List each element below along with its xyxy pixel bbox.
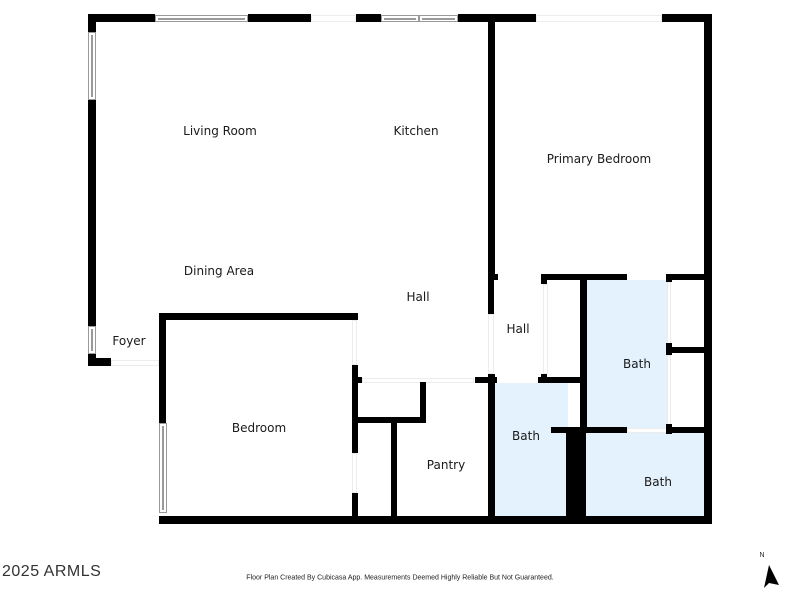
opening-bath-door — [627, 428, 667, 433]
wall-top-4 — [458, 14, 536, 22]
wall-top-2 — [248, 14, 311, 22]
window-left-living — [88, 32, 96, 100]
window-bedroom — [159, 423, 167, 513]
wall-bedroom-left-1 — [159, 313, 166, 423]
window-left-foyer — [88, 326, 96, 354]
bath-upper-fill — [586, 280, 668, 430]
wall-bedroom-right-1 — [352, 313, 358, 320]
north-indicator: N — [756, 552, 784, 592]
room-label-foyer: Foyer — [112, 334, 146, 348]
wall-closet-h — [355, 417, 426, 423]
room-label-bath-lower-left: Bath — [512, 429, 540, 443]
room-label-kitchen: Kitchen — [393, 124, 439, 138]
wall-bedroom-right-3 — [352, 493, 358, 518]
wall-bedroom-right-2 — [352, 365, 358, 453]
wall-bedroom-top — [162, 313, 358, 320]
copyright-text: 2025 ARMLS — [2, 563, 102, 580]
opening-closet-hall — [543, 284, 548, 374]
wall-center-v-3 — [488, 374, 495, 518]
room-label-pantry: Pantry — [426, 458, 466, 472]
opening-top — [311, 15, 356, 22]
wall-closet-right-top — [666, 274, 708, 280]
window-top-living — [155, 15, 248, 22]
north-label: N — [759, 552, 765, 559]
north-arrow-icon — [764, 565, 779, 588]
opening-bath-closet-2 — [667, 355, 671, 425]
wall-pantry-left — [391, 420, 397, 518]
wall-left-2 — [88, 100, 96, 326]
wall-bottom — [159, 516, 712, 524]
wall-center-v-2 — [488, 278, 494, 314]
wall-hall-top-stub — [541, 274, 547, 284]
opening-closet — [352, 453, 357, 493]
wall-closet-right-mid — [666, 347, 708, 353]
wall-hall-top — [541, 274, 627, 280]
wall-closet-v — [420, 382, 426, 423]
wall-top-3 — [356, 14, 381, 22]
wall-top-1 — [88, 14, 155, 22]
room-label-living-room: Living Room — [183, 124, 257, 138]
opening-hall-bottom — [362, 378, 474, 383]
wall-hall-bottom — [538, 377, 586, 383]
opening-hall-left — [488, 314, 494, 374]
bath-lower-left-fill — [495, 383, 568, 516]
opening-foyer-entry — [111, 360, 159, 366]
wall-left-1 — [88, 14, 96, 32]
room-label-dining-area: Dining Area — [183, 264, 255, 278]
room-label-bath-lower-right: Bath — [644, 475, 672, 489]
wall-chase — [566, 427, 586, 518]
wall-right — [704, 14, 712, 524]
wall-top-5 — [662, 14, 712, 22]
opening-bedroom-door — [352, 320, 357, 365]
room-label-hall-main: Hall — [406, 290, 430, 304]
room-label-bath-upper: Bath — [623, 357, 651, 371]
bath-lower-right-fill — [586, 432, 706, 516]
room-label-hall-small: Hall — [506, 322, 530, 336]
wall-bath-mid-left — [551, 427, 627, 433]
disclaimer-text: Floor Plan Created By Cubicasa App. Meas… — [246, 574, 554, 582]
room-label-primary-bedroom: Primary Bedroom — [546, 152, 652, 166]
opening-bath-closet — [667, 282, 671, 345]
wall-closet-right-stub — [666, 274, 672, 282]
wall-center-stub — [488, 274, 498, 280]
opening-top-bedroom — [536, 15, 662, 22]
window-top-kitchen-2 — [419, 15, 458, 22]
wall-hall-bottom-stub — [352, 377, 362, 383]
wall-bath-top-left — [475, 377, 497, 383]
wall-bath-mid-right — [666, 427, 708, 433]
wall-center-v-1 — [488, 14, 495, 278]
window-top-kitchen-1 — [381, 15, 419, 22]
wall-bath-upper-left — [580, 278, 587, 430]
room-label-bedroom: Bedroom — [231, 421, 287, 435]
wall-foyer-bottom — [88, 358, 111, 366]
